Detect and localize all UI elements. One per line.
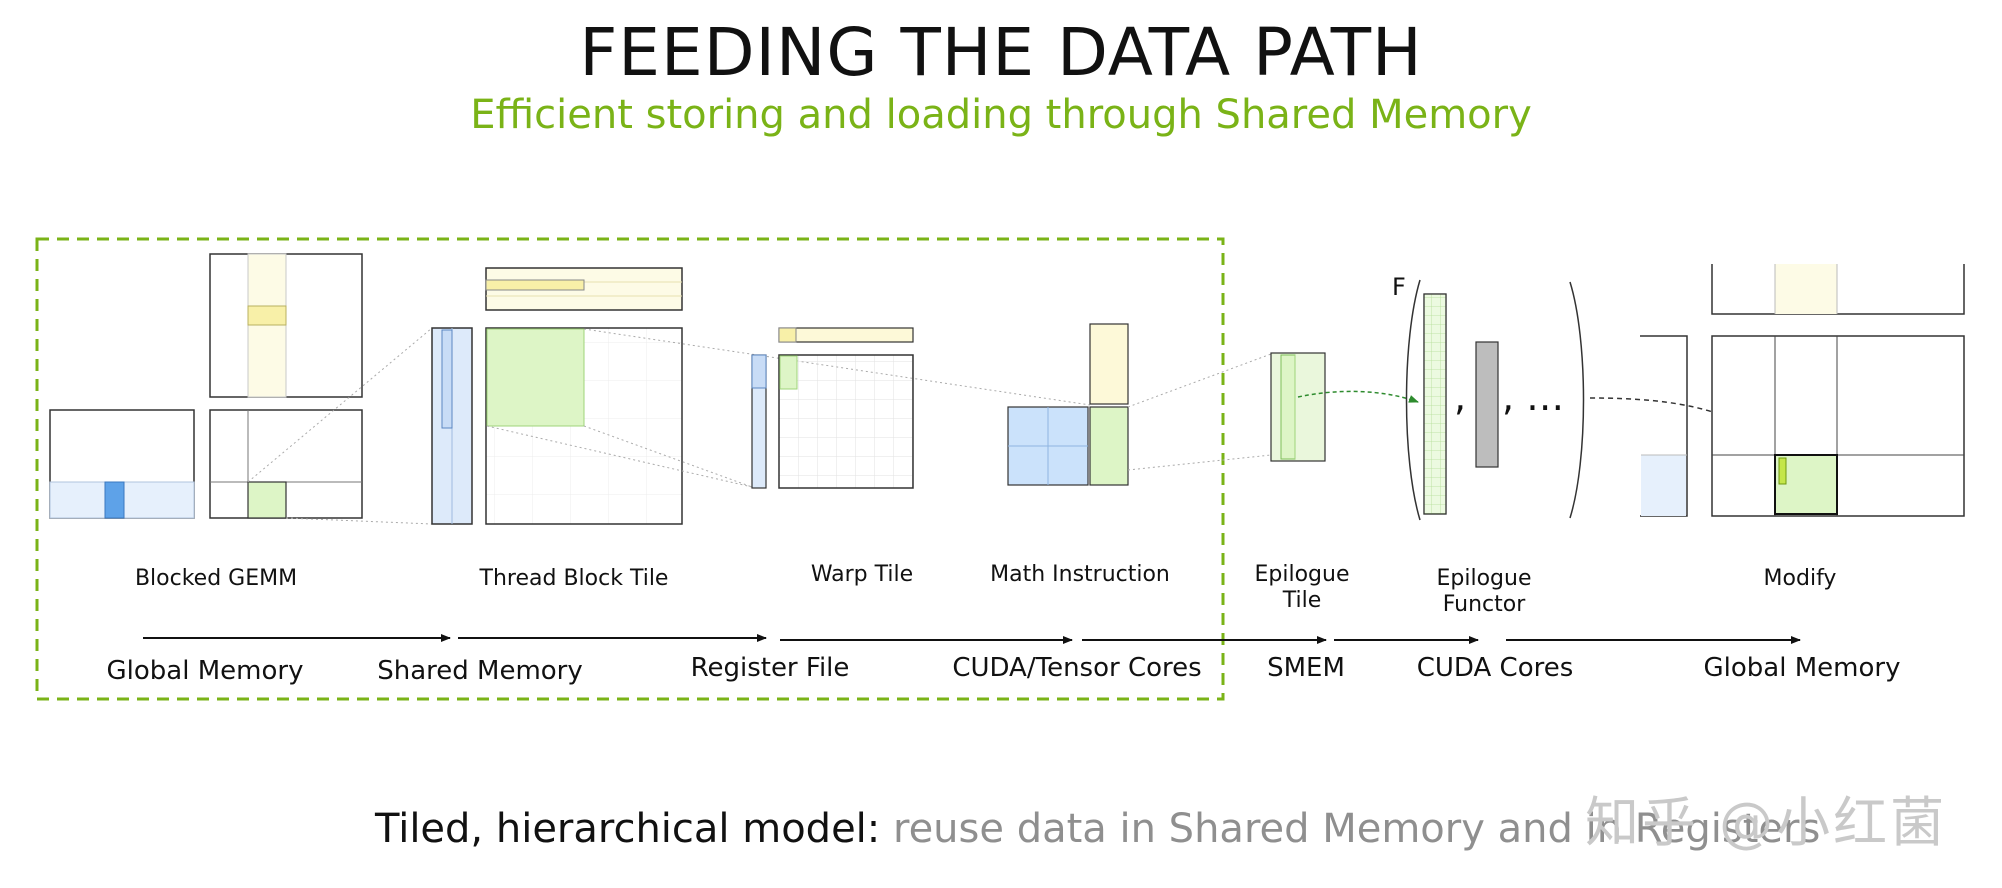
label-warp-tile: Warp Tile xyxy=(811,562,913,587)
path-register-file: Register File xyxy=(691,653,850,683)
label-epilogue-tile-line2: Tile xyxy=(1282,588,1322,613)
path-cuda-tensor-cores: CUDA/Tensor Cores xyxy=(952,653,1201,683)
path-cuda-cores: CUDA Cores xyxy=(1417,653,1574,683)
projection-lines-3 xyxy=(1127,353,1272,471)
memory-path-arrows xyxy=(143,634,1801,644)
footer-rest: reuse data in Shared Memory and in Regis… xyxy=(893,806,1821,852)
label-epilogue-functor-line2: Functor xyxy=(1443,592,1527,617)
footer-caption: Tiled, hierarchical model: reuse data in… xyxy=(375,806,1820,852)
page-subtitle: Efficient storing and loading through Sh… xyxy=(470,92,1532,138)
warp-tile-figure xyxy=(751,327,914,489)
label-blocked-gemm: Blocked GEMM xyxy=(135,566,297,591)
epilogue-functor-figure: F , , … xyxy=(1392,273,1585,521)
epilogue-tile-figure xyxy=(1270,352,1326,462)
path-global-memory-out: Global Memory xyxy=(1704,653,1901,683)
label-thread-block-tile: Thread Block Tile xyxy=(479,566,669,591)
modify-figure xyxy=(1640,264,1965,517)
math-instruction-figure xyxy=(1007,323,1129,486)
thread-block-tile-figure xyxy=(431,267,683,525)
path-smem: SMEM xyxy=(1267,653,1345,683)
label-epilogue-tile-line1: Epilogue xyxy=(1255,562,1350,587)
projection-lines-1 xyxy=(247,327,433,525)
functor-f-label: F xyxy=(1392,273,1406,301)
page-title: FEEDING THE DATA PATH xyxy=(579,14,1423,91)
watermark: 知乎 @小红菌 xyxy=(1585,791,1948,854)
footer-lead: Tiled, hierarchical model: xyxy=(375,806,881,852)
blocked-gemm-figure xyxy=(49,253,363,519)
mainloop-region xyxy=(35,237,1225,701)
functor-ellipsis: , … xyxy=(1502,375,1564,419)
epilogue-green-arrow xyxy=(1297,390,1419,403)
label-math-instruction: Math Instruction xyxy=(990,562,1170,587)
label-epilogue-functor-line1: Epilogue xyxy=(1437,566,1532,591)
functor-comma: , xyxy=(1454,375,1466,419)
functor-output-arrow xyxy=(1589,397,1787,456)
path-global-memory: Global Memory xyxy=(107,656,304,686)
path-shared-memory: Shared Memory xyxy=(377,656,583,686)
label-modify: Modify xyxy=(1764,566,1837,591)
